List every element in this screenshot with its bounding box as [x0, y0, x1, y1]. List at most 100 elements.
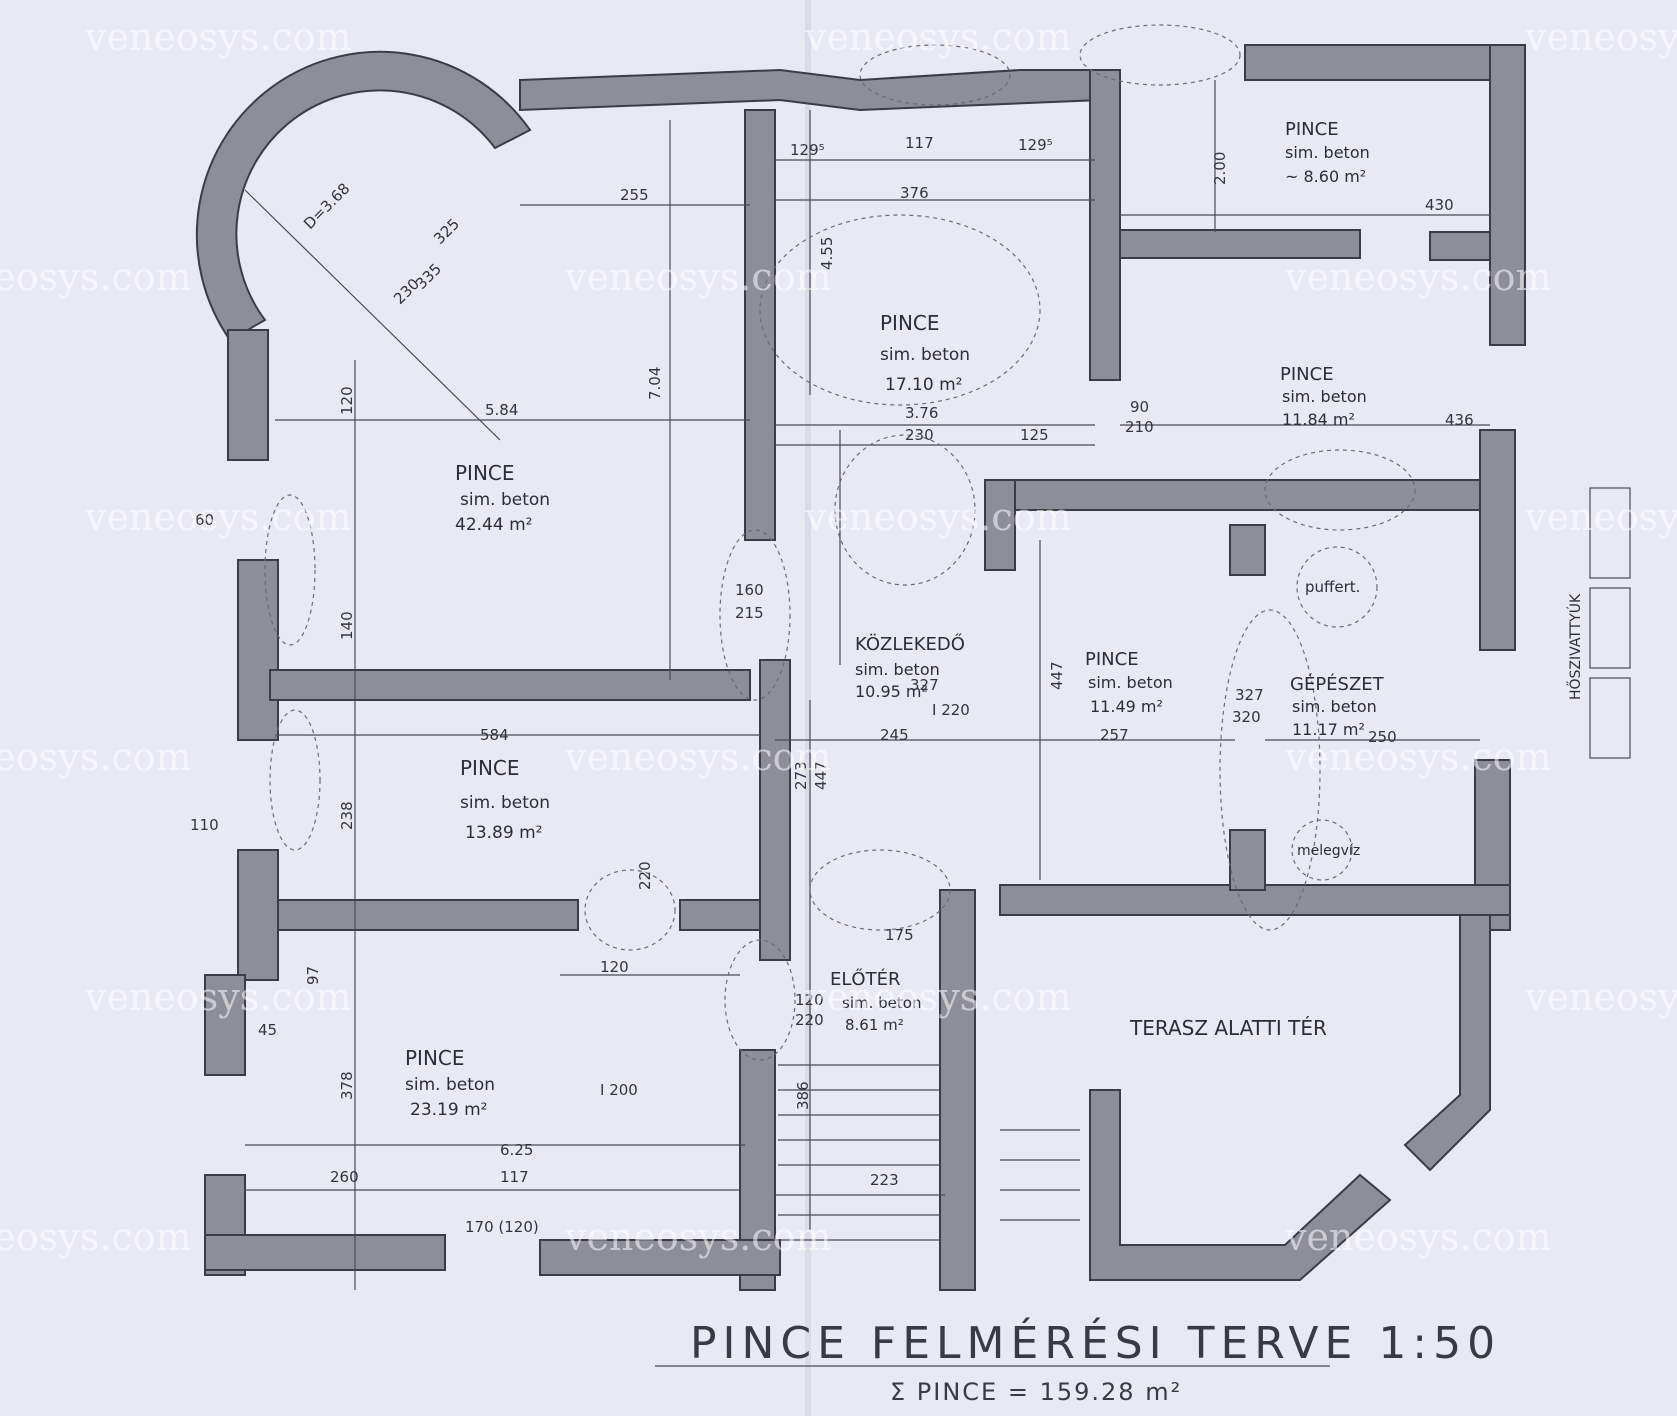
terrace-wall — [1089, 1089, 1392, 1281]
north-wall-ne — [1489, 44, 1526, 346]
dim-label: 5.84 — [485, 401, 518, 419]
dim-label: 120 — [338, 386, 356, 415]
wall-860-south-2 — [1429, 231, 1491, 261]
room-name: PINCE — [455, 461, 515, 485]
watermark-text: veneosys.com — [804, 495, 1072, 539]
watermark-text: veneosys.com — [0, 255, 192, 299]
wall-east-mid — [1479, 429, 1516, 651]
dim-label: 120 — [600, 958, 629, 976]
melegviz-label: melegvíz — [1297, 843, 1360, 859]
puffer-label: puffert. — [1305, 578, 1360, 596]
walls — [195, 44, 1526, 1291]
dim-label: 436 — [1445, 411, 1474, 429]
dim-label: 255 — [620, 186, 649, 204]
north-wall-east — [1244, 44, 1526, 81]
plan-total: Σ PINCE = 159.28 m² — [890, 1378, 1182, 1406]
dim-label: 97 — [304, 966, 322, 985]
watermark-text: veneosys.com — [1284, 735, 1552, 779]
terrace-wall-east — [1403, 914, 1491, 1172]
wall-north-4244 — [269, 669, 751, 701]
watermark-text: veneosys.com — [0, 1215, 192, 1259]
tower-wall — [195, 50, 532, 342]
room-floor: sim. beton — [1088, 673, 1173, 692]
paper-fold — [805, 0, 811, 1416]
room-floor: sim. beton — [880, 345, 970, 365]
south-wall-left-2 — [539, 1239, 781, 1276]
room-area: 42.44 m² — [455, 515, 532, 535]
wall-860-south — [1119, 229, 1361, 259]
room-name: ELŐTÉR — [830, 968, 900, 990]
south-wall-left — [204, 1234, 446, 1271]
west-wall-mid — [237, 559, 279, 741]
dim-label: 250 — [1368, 728, 1397, 746]
watermark-text: veneosys.com — [1524, 975, 1677, 1019]
dim-label: 140 — [338, 611, 356, 640]
dim-label: 170 (120) — [465, 1218, 539, 1236]
watermark-text: veneosys.com — [1524, 15, 1677, 59]
dim-label: 110 — [190, 816, 219, 834]
watermarks: veneosys.com veneosys.com veneosys.com v… — [0, 15, 1677, 1259]
watermark-text: veneosys.com — [84, 15, 352, 59]
room-name: PINCE — [460, 756, 520, 780]
dim-label: 125 — [1020, 426, 1049, 444]
room-name: PINCE — [880, 311, 940, 335]
wall-gepeszet-west — [1229, 524, 1266, 576]
dim-label: 4.55 — [818, 237, 836, 270]
room-floor: sim. beton — [460, 793, 550, 813]
dim-label: I 220 — [932, 701, 970, 719]
dim-label: I 200 — [600, 1081, 638, 1099]
dim-label: 376 — [900, 184, 929, 202]
room-name: PINCE — [1085, 649, 1139, 670]
plan-title: PINCE FELMÉRÉSI TERVE 1:50 — [690, 1316, 1501, 1369]
dim-label: 6.25 — [500, 1141, 533, 1159]
title-block: PINCE FELMÉRÉSI TERVE 1:50 Σ PINCE = 159… — [655, 1316, 1501, 1406]
room-area: 10.95 m² — [855, 682, 928, 701]
room-name: PINCE — [1280, 364, 1334, 385]
dim-label: 447 — [812, 761, 830, 790]
wall-center-left-2 — [759, 659, 791, 961]
dim-label: 238 — [338, 801, 356, 830]
dim-label: 129⁵ — [1018, 136, 1053, 154]
dim-label: 175 — [885, 926, 914, 944]
room-area: 11.17 m² — [1292, 720, 1365, 739]
wall-center-left — [744, 109, 776, 541]
room-name: PINCE — [405, 1046, 465, 1070]
watermark-text: veneosys.com — [84, 975, 352, 1019]
dim-label: 129⁵ — [790, 141, 825, 159]
room-name: PINCE — [1285, 119, 1339, 140]
wall-mid-horizontal — [984, 479, 1506, 511]
dim-label: 245 — [880, 726, 909, 744]
watermark-text: veneosys.com — [84, 495, 352, 539]
dim-label: 327 — [910, 676, 939, 694]
dim-label: 120 — [795, 991, 824, 1009]
room-area: 17.10 m² — [885, 375, 962, 395]
room-area: 11.84 m² — [1282, 410, 1355, 429]
west-wall-low — [204, 974, 246, 1076]
heat-pump-units — [1589, 487, 1631, 759]
hoszivattyuk-label: HŐSZIVATTYÚK — [1566, 593, 1584, 700]
wall-gepeszet-west-2 — [1229, 829, 1266, 891]
dim-label: 260 — [330, 1168, 359, 1186]
room-area: 8.61 m² — [845, 1016, 904, 1034]
dim-label: 2.00 — [1211, 152, 1229, 185]
dim-label: 60 — [195, 511, 214, 529]
watermark-text: veneosys.com — [0, 735, 192, 779]
dim-label: 90 — [1130, 398, 1149, 416]
watermark-text: veneosys.com — [804, 975, 1072, 1019]
room-floor: sim. beton — [1282, 387, 1367, 406]
dim-label: 273 — [792, 761, 810, 790]
room-area: 11.49 m² — [1090, 697, 1163, 716]
dim-label: 160 — [735, 581, 764, 599]
dim-label: 327 — [1235, 686, 1264, 704]
dim-label: 7.04 — [646, 367, 664, 400]
door-arcs — [264, 24, 1416, 1061]
dim-label: 230 — [905, 426, 934, 444]
dim-label: 447 — [1048, 661, 1066, 690]
dim-label: 378 — [338, 1071, 356, 1100]
wall-mid-horizontal-2 — [984, 479, 1016, 571]
room-area: 23.19 m² — [410, 1100, 487, 1120]
dim-label: 257 — [1100, 726, 1129, 744]
watermark-text: veneosys.com — [1524, 495, 1677, 539]
